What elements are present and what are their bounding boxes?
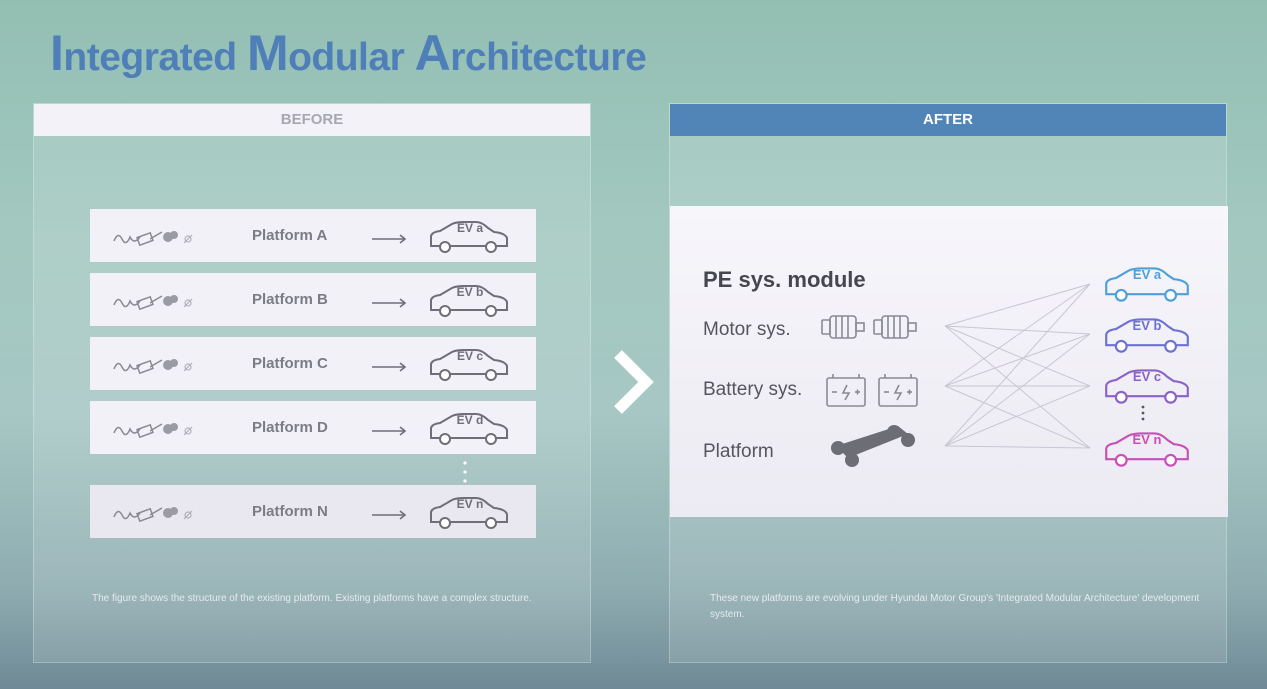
parts-cluster-icon bbox=[113, 359, 193, 375]
ev-car: EV n bbox=[1103, 431, 1191, 467]
battery-icon bbox=[826, 374, 866, 407]
platform-row: Platform C EV c bbox=[90, 337, 536, 390]
platform-label: Platform N bbox=[252, 503, 328, 520]
ev-label: EV d bbox=[456, 413, 484, 427]
car-icon bbox=[1105, 369, 1189, 404]
ev-car: EV d bbox=[428, 412, 510, 445]
connection-line bbox=[944, 283, 1091, 387]
ev-car: EV c bbox=[1103, 368, 1191, 404]
ev-label: EV c bbox=[1132, 369, 1162, 384]
ev-car: EV b bbox=[1103, 317, 1191, 353]
connection-line bbox=[944, 283, 1091, 447]
connection-line bbox=[944, 325, 1091, 335]
platform-label: Platform C bbox=[252, 355, 328, 372]
arrow-right-icon bbox=[372, 507, 408, 520]
platform-label: Platform A bbox=[252, 227, 328, 244]
ev-car: EV b bbox=[428, 284, 510, 317]
platform-row: Platform N EV n bbox=[90, 485, 536, 538]
module-heading: PE sys. module bbox=[703, 267, 866, 292]
connection-line bbox=[944, 325, 1091, 387]
arrow-right-icon bbox=[372, 359, 408, 372]
battery-sys-label: Battery sys. bbox=[703, 379, 803, 400]
parts-cluster bbox=[112, 415, 204, 441]
chevron-right-icon bbox=[614, 350, 654, 414]
ev-label: EV b bbox=[1132, 318, 1162, 333]
connection-line bbox=[944, 385, 1091, 447]
car-icon bbox=[1105, 267, 1189, 302]
parts-cluster bbox=[112, 287, 204, 313]
arrow-right-icon bbox=[372, 295, 408, 308]
page-title: Integrated Modular Architecture bbox=[50, 25, 647, 81]
car-icon bbox=[430, 221, 508, 253]
ev-car: EV n bbox=[428, 496, 510, 529]
car-icon bbox=[430, 413, 508, 445]
platform-row: Platform D EV d bbox=[90, 401, 536, 454]
connection-line bbox=[944, 325, 1091, 449]
ev-label: EV n bbox=[1132, 432, 1162, 447]
connection-line bbox=[944, 333, 1091, 387]
ev-car: EV a bbox=[428, 220, 510, 253]
ev-label: EV c bbox=[456, 349, 483, 363]
car-icon bbox=[430, 349, 508, 381]
car-icon bbox=[1105, 432, 1189, 467]
car-icon bbox=[430, 285, 508, 317]
platform-row: Platform B EV b bbox=[90, 273, 536, 326]
connection-line bbox=[944, 385, 1091, 449]
ev-car: EV a bbox=[1103, 266, 1191, 302]
ev-label: EV a bbox=[1132, 267, 1162, 282]
platform-row: Platform A EV a bbox=[90, 209, 536, 262]
motor-icon bbox=[873, 315, 917, 339]
before-header: BEFORE bbox=[34, 104, 590, 136]
ev-car: EV c bbox=[428, 348, 510, 381]
battery-icon bbox=[878, 374, 918, 407]
car-icon bbox=[1105, 318, 1189, 353]
parts-cluster-icon bbox=[113, 507, 193, 523]
parts-cluster bbox=[112, 499, 204, 525]
module-diagram-card: PE sys. module Motor sys. Battery sys. P… bbox=[670, 206, 1228, 517]
connection-lines bbox=[821, 283, 1091, 467]
ev-label: EV b bbox=[456, 285, 484, 299]
motor-icon bbox=[821, 315, 865, 339]
parts-cluster-icon bbox=[113, 423, 193, 439]
ev-label: EV n bbox=[456, 497, 484, 511]
platform-label: Platform bbox=[703, 441, 774, 462]
parts-cluster bbox=[112, 351, 204, 377]
after-header: AFTER bbox=[670, 104, 1226, 136]
connection-line bbox=[944, 445, 1091, 449]
platform-label: Platform D bbox=[252, 419, 328, 436]
motor-sys-label: Motor sys. bbox=[703, 319, 791, 340]
connection-line bbox=[944, 283, 1091, 327]
before-caption: The figure shows the structure of the ex… bbox=[92, 593, 532, 604]
parts-cluster bbox=[112, 223, 204, 249]
platform-label: Platform B bbox=[252, 291, 328, 308]
parts-cluster-icon bbox=[113, 295, 193, 311]
vertical-ellipsis-icon bbox=[463, 461, 467, 483]
after-panel: AFTER bbox=[669, 103, 1228, 663]
arrow-right-icon bbox=[372, 231, 408, 244]
after-caption: These new platforms are evolving under H… bbox=[710, 593, 1200, 620]
car-icon bbox=[430, 497, 508, 529]
ev-label: EV a bbox=[456, 221, 483, 235]
arrow-right-icon bbox=[372, 423, 408, 436]
parts-cluster-icon bbox=[113, 231, 193, 247]
vertical-ellipsis-icon bbox=[1141, 405, 1145, 421]
connection-line bbox=[944, 333, 1091, 447]
chassis-icon bbox=[831, 425, 915, 467]
